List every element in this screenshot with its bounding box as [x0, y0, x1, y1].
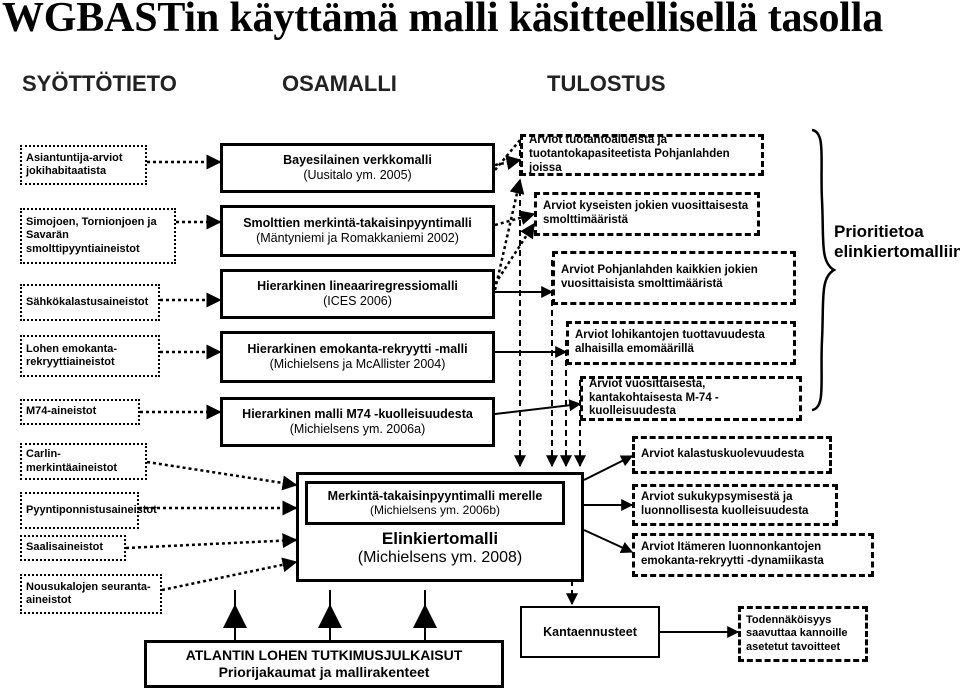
up-triangle-3 [413, 604, 437, 628]
input-label: Carlin-merkintäaineistot [26, 448, 118, 474]
column-header-submodel: OSAMALLI [282, 71, 397, 96]
output-label: Arviot Pohjanlahden kaikkien jokien vuos… [561, 264, 758, 290]
output-label: Arviot tuotantoalueista ja tuotantokapas… [529, 134, 730, 174]
arrow-input-9 [161, 557, 298, 592]
input-box-3: Sähkökalastusaineistot [20, 284, 160, 321]
arrow-input-8 [125, 533, 298, 550]
research-title: ATLANTIN LOHEN TUTKIMUSJULKAISUT [185, 647, 463, 664]
mr-model-name: Merkintä-takaisinpyyntimalli merelle [327, 489, 543, 503]
arrow-sub-2 [494, 210, 536, 227]
submodel-name: Hierarkinen lineaariregressiomalli [257, 279, 458, 293]
input-box-8: Saalisaineistot [20, 535, 126, 561]
input-box-9: Nousukalojen seuranta-aineistot [20, 574, 162, 614]
output-label: Arviot kyseisten jokien vuosittaisesta s… [543, 200, 749, 226]
column-header-input: SYÖTTÖTIETO [22, 71, 177, 96]
arrow-sub-3a [493, 222, 536, 285]
probability-label: Todennäköisyys saavuttaa kannoille asete… [746, 614, 848, 653]
output-box-3: Arviot Pohjanlahden kaikkien jokien vuos… [552, 251, 796, 305]
page-title: WGBASTin käyttämä malli käsitteellisellä… [2, 0, 883, 41]
submodel-name: Hierarkinen emokanta-rekryytti -malli [247, 342, 468, 356]
life-cycle-title-area: Elinkiertomalli (Michielsens ym. 2008) [299, 529, 581, 567]
input-box-6: Carlin-merkintäaineistot [20, 443, 147, 480]
mr-model-box: Merkintä-takaisinpyyntimalli merelle (Mi… [305, 481, 565, 525]
arrow-sub-3b [493, 178, 525, 291]
output-label: Arviot lohikantojen tuottavuudesta alhai… [575, 329, 765, 355]
input-label: M74-aineistot [26, 405, 97, 418]
input-label: Simojoen, Tornionjoen ja Savarän smoltti… [26, 216, 157, 255]
output-right-1: Arviot kalastuskuolevuudesta [632, 436, 832, 474]
input-box-5: M74-aineistot [20, 399, 140, 425]
output-box-5: Arviot vuosittaisesta, kantakohtaisesta … [580, 376, 802, 421]
input-label: Pyyntiponnistusaineistot [26, 503, 157, 516]
research-subtitle: Priorijakaumat ja mallirakenteet [218, 664, 430, 680]
submodel-box-4: Hierarkinen emokanta-rekryytti -malli (M… [220, 331, 495, 383]
submodel-box-5: Hierarkinen malli M74 -kuolleisuudesta (… [220, 397, 495, 447]
output-label: Arviot vuosittaisesta, kantakohtaisesta … [589, 377, 719, 418]
submodel-box-1: Bayesilainen verkkomalli (Uusitalo ym. 2… [220, 143, 495, 193]
input-label: Sähkökalastusaineistot [26, 295, 149, 308]
submodel-ref: (Mäntyniemi ja Romakkaniemi 2002) [256, 231, 459, 245]
arrow-sub-1 [494, 155, 522, 171]
life-cycle-title: Elinkiertomalli [381, 529, 499, 548]
output-label: Arviot sukukypsymisestä ja luonnollisest… [641, 491, 809, 517]
submodel-name: Hierarkinen malli M74 -kuolleisuudesta [242, 407, 473, 421]
arrow-sub-1b [494, 139, 521, 171]
input-label: Asiantuntija-arviot jokihabitaatista [26, 151, 123, 177]
brace [811, 128, 837, 412]
submodel-box-3: Hierarkinen lineaariregressiomalli (ICES… [220, 269, 495, 319]
submodel-name: Smolttien merkintä-takaisinpyyntimalli [243, 216, 472, 230]
output-right-3: Arviot Itämeren luonnonkantojen emokanta… [632, 533, 874, 577]
arrow-sub-5 [494, 399, 582, 415]
probability-box: Todennäköisyys saavuttaa kannoille asete… [738, 606, 868, 662]
submodel-ref: (Michielsens ym. 2006a) [289, 422, 426, 436]
submodel-ref: (ICES 2006) [323, 294, 392, 308]
input-label: Saalisaineistot [26, 541, 104, 554]
input-label: Nousukalojen seuranta-aineistot [26, 580, 151, 606]
prior-label: Prioritietoa elinkiertomalliin [834, 222, 960, 261]
input-box-4: Lohen emokanta-rekryyttiaineistot [20, 335, 160, 377]
up-triangle-2 [318, 604, 342, 628]
life-cycle-ref: (Michielsens ym. 2008) [357, 549, 523, 566]
submodel-ref: (Uusitalo ym. 2005) [303, 168, 412, 182]
output-right-2: Arviot sukukypsymisestä ja luonnollisest… [632, 484, 838, 526]
input-box-2: Simojoen, Tornionjoen ja Savarän smoltti… [20, 208, 176, 264]
input-box-1: Asiantuntija-arviot jokihabitaatista [20, 145, 147, 185]
forecast-box: Kantaennusteet [520, 606, 660, 658]
input-label: Lohen emokanta-rekryyttiaineistot [26, 342, 118, 368]
output-label: Arviot kalastuskuolevuudesta [641, 448, 804, 461]
output-box-2: Arviot kyseisten jokien vuosittaisesta s… [534, 192, 760, 236]
submodel-ref: (Michielsens ja McAllister 2004) [269, 357, 446, 371]
output-box-1: Arviot tuotantoalueista ja tuotantokapas… [520, 134, 764, 176]
submodel-name: Bayesilainen verkkomalli [283, 153, 432, 167]
life-cycle-box: Merkintä-takaisinpyyntimalli merelle (Mi… [296, 472, 584, 582]
arrow-central-1 [583, 455, 634, 481]
output-label: Arviot Itämeren luonnonkantojen emokanta… [641, 541, 824, 567]
mr-model-ref: (Michielsens ym. 2006b) [369, 503, 501, 517]
output-box-4: Arviot lohikantojen tuottavuudesta alhai… [566, 321, 796, 365]
research-box: ATLANTIN LOHEN TUTKIMUSJULKAISUT Priorij… [144, 640, 504, 688]
column-header-output: TULOSTUS [547, 71, 666, 96]
submodel-box-2: Smolttien merkintä-takaisinpyyntimalli (… [220, 205, 495, 257]
forecast-label: Kantaennusteet [543, 624, 637, 639]
up-triangle-1 [223, 604, 247, 628]
input-box-7: Pyyntiponnistusaineistot [20, 492, 157, 529]
arrow-input-6 [146, 460, 298, 491]
arrow-central-3 [583, 529, 634, 553]
